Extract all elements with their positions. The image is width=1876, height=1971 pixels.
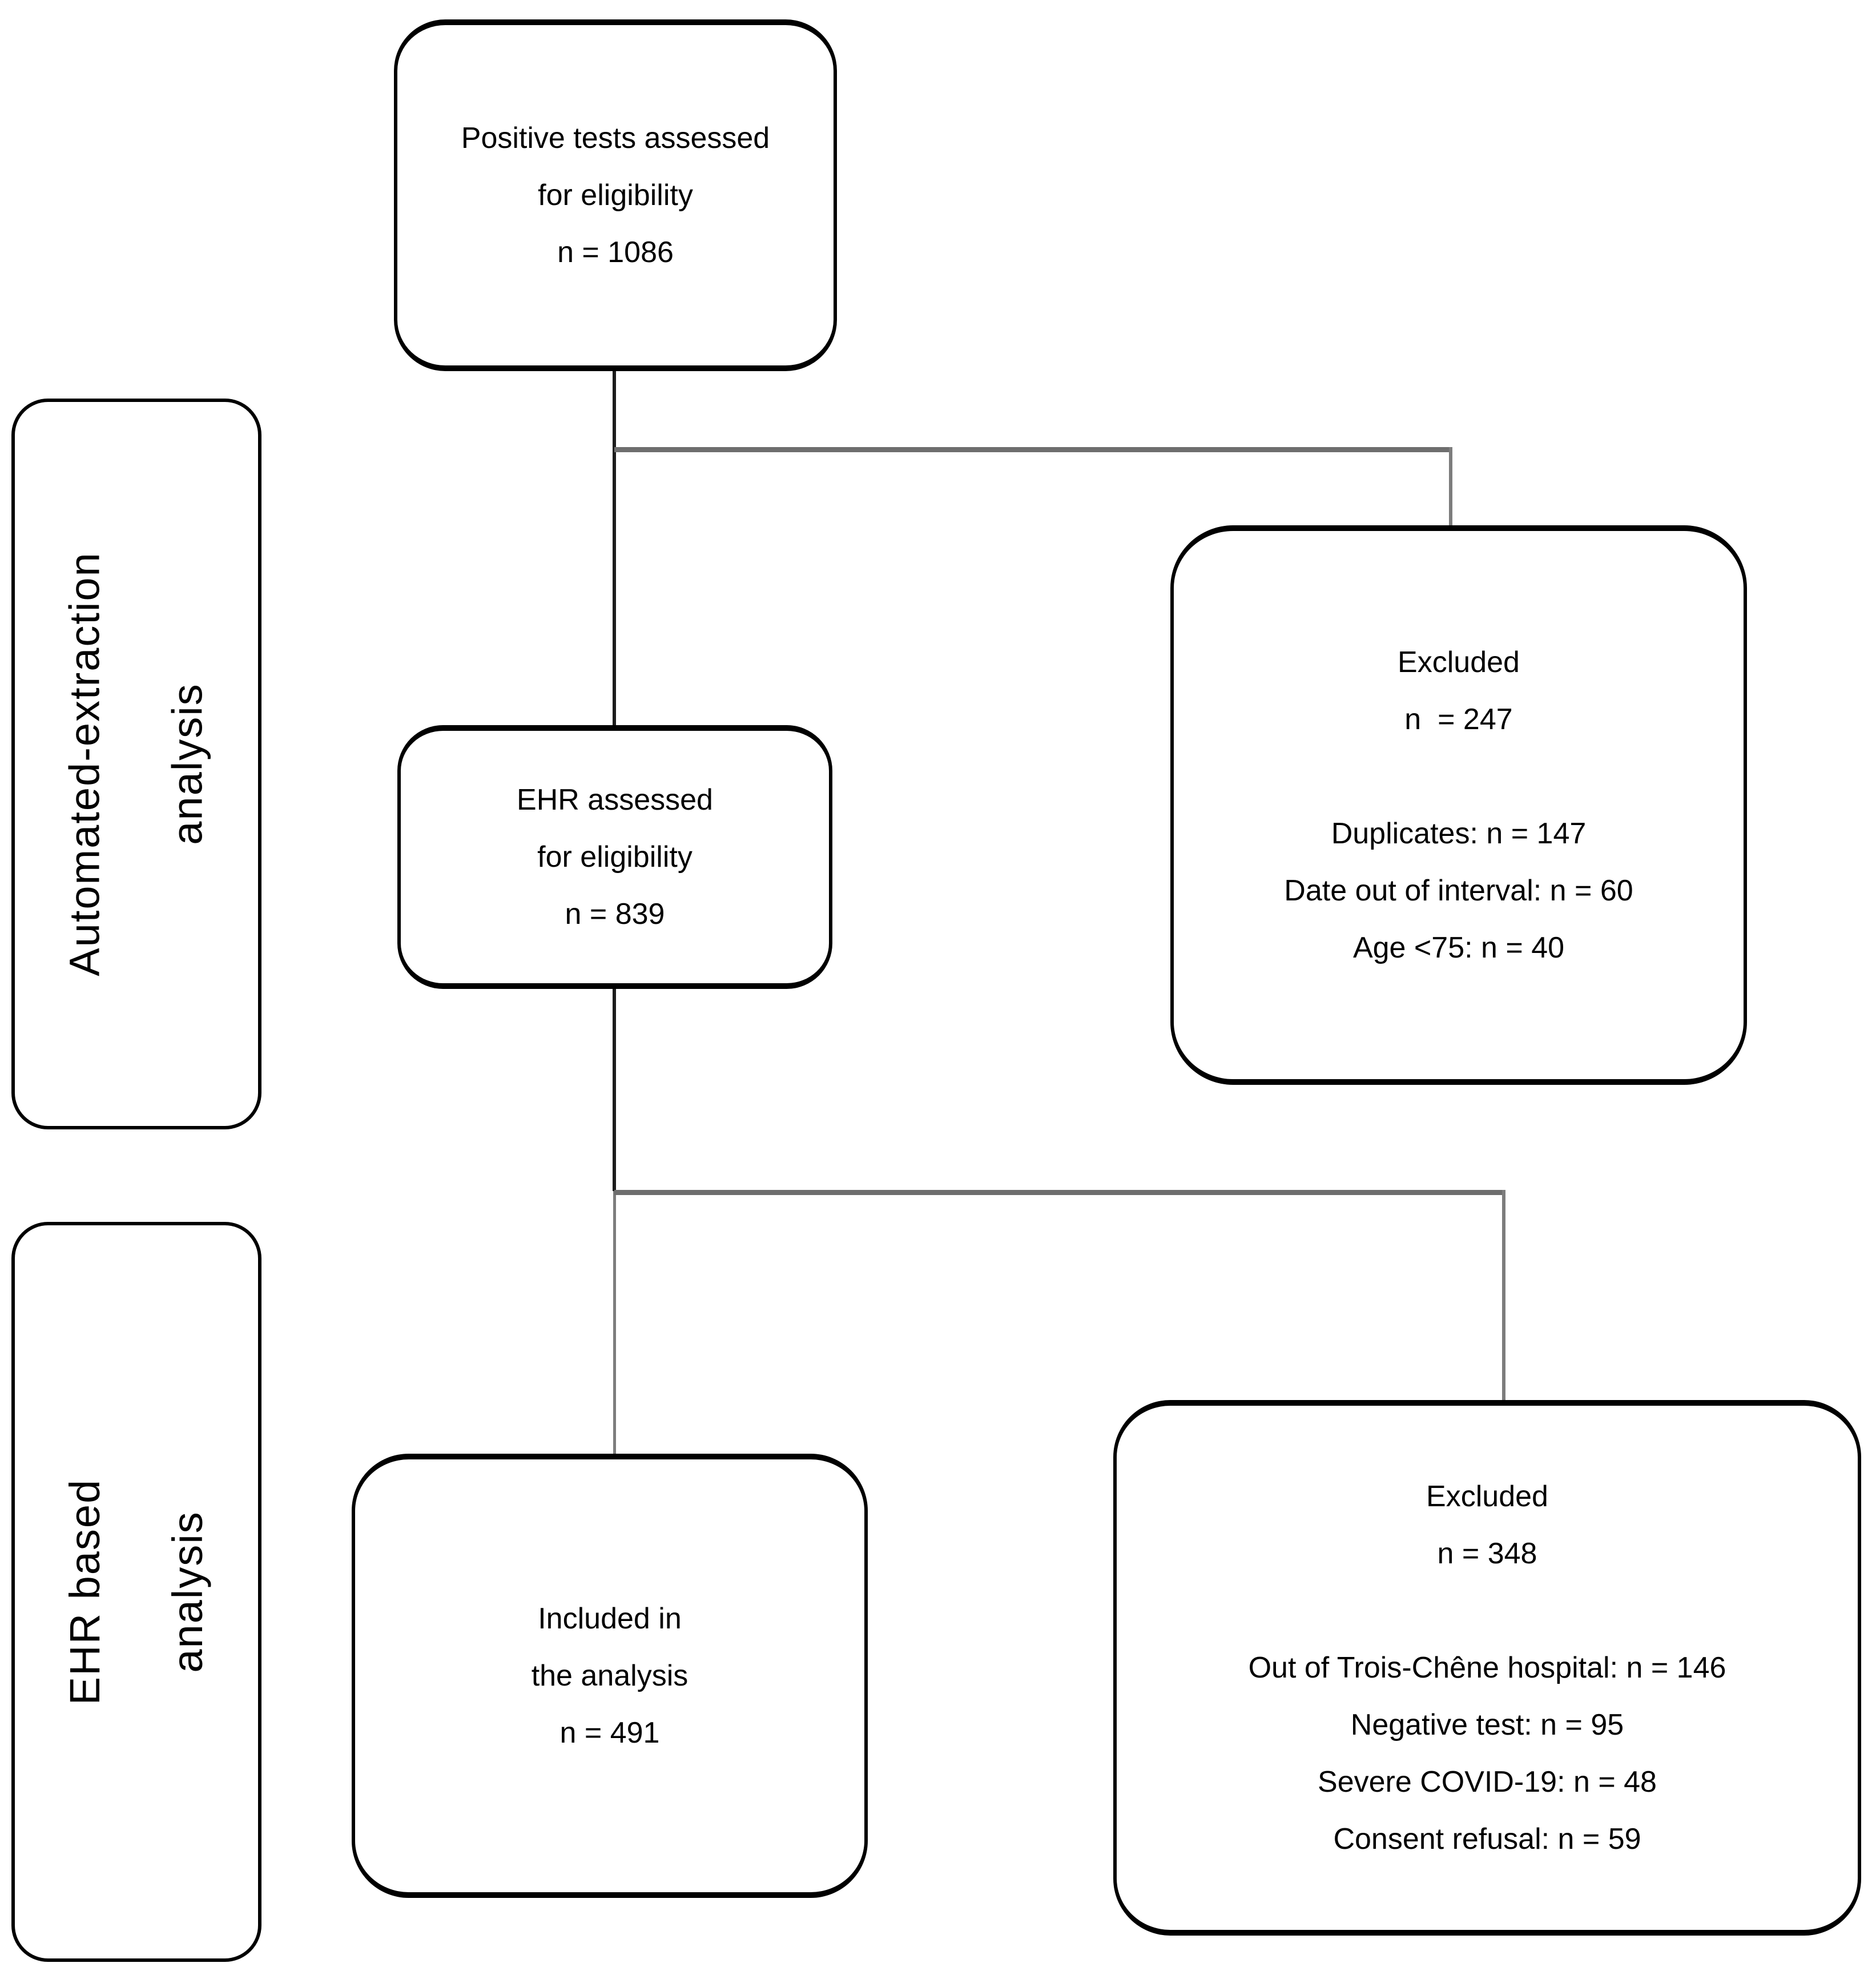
connector-drop-excluded-auto [1449,447,1452,531]
box-excluded-automated-reason3: Age <75: n = 40 [1352,931,1565,964]
box-ehr-assessed: EHR assessed for eligibility n = 839 [397,725,832,989]
branch-line-to-excluded-auto [614,447,1452,452]
box-positive-tests: Positive tests assessed for eligibility … [394,19,837,371]
side-label-automated-extraction-text: Automated-extraction analysis [34,552,239,976]
box-positive-tests-line2: for eligibility [538,179,693,212]
box-excluded-automated-title: Excluded [1398,646,1520,679]
box-included-line1: Included in [538,1602,682,1635]
box-excluded-ehr-title: Excluded [1426,1480,1548,1513]
side-label-ehr-based: EHR based analysis [11,1222,261,1962]
box-excluded-ehr-reason4: Consent refusal: n = 59 [1333,1823,1641,1856]
box-positive-tests-count: n = 1086 [557,236,674,269]
box-ehr-assessed-line2: for eligibility [537,840,693,874]
side-label-automated-extraction: Automated-extraction analysis [11,399,261,1129]
connector-to-included [613,1191,616,1457]
box-ehr-assessed-line1: EHR assessed [517,783,713,816]
side-label-automated-line2: analysis [164,683,211,845]
connector-top-to-ehr-assessed [613,368,616,729]
side-label-ehr-line2: analysis [163,1511,211,1673]
side-label-ehr-line1: EHR based [61,1478,108,1705]
branch-line-to-excluded-ehr [614,1190,1505,1195]
box-positive-tests-line1: Positive tests assessed [461,122,770,155]
box-included: Included in the analysis n = 491 [352,1454,868,1898]
side-label-automated-line1: Automated-extraction [61,552,108,976]
box-excluded-automated-reason2: Date out of interval: n = 60 [1284,874,1633,907]
box-included-line2: the analysis [531,1659,689,1692]
box-included-count: n = 491 [559,1716,660,1749]
connector-drop-excluded-ehr [1502,1190,1505,1403]
box-excluded-ehr-count: n = 348 [1437,1537,1537,1570]
box-excluded-automated: Excluded n = 247 Duplicates: n = 147 Dat… [1170,525,1747,1085]
box-excluded-ehr-reason3: Severe COVID-19: n = 48 [1318,1765,1657,1799]
box-excluded-ehr-reason2: Negative test: n = 95 [1350,1708,1624,1741]
box-excluded-ehr: Excluded n = 348 Out of Trois-Chêne hosp… [1113,1400,1861,1936]
box-excluded-automated-count: n = 247 [1404,703,1513,736]
box-excluded-ehr-reason1: Out of Trois-Chêne hospital: n = 146 [1248,1651,1726,1684]
box-ehr-assessed-count: n = 839 [565,898,665,931]
side-label-ehr-based-text: EHR based analysis [34,1479,239,1705]
connector-ehr-assessed-down [613,986,616,1191]
box-excluded-automated-reason1: Duplicates: n = 147 [1331,817,1587,850]
